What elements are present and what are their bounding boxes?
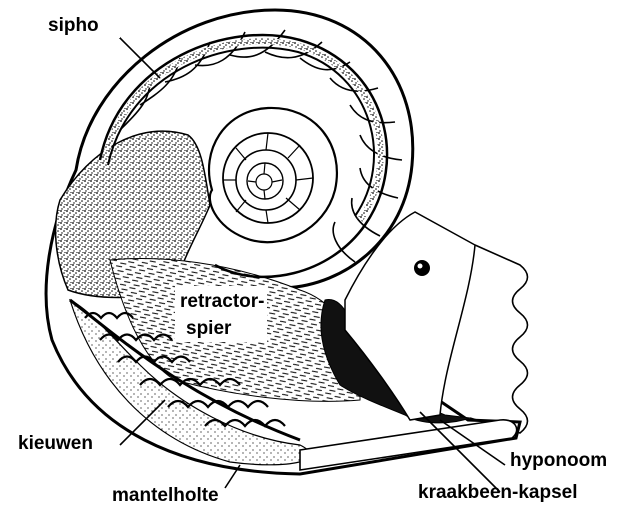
tentacles <box>470 245 528 433</box>
label-retractor-line1: retractor- <box>180 291 264 312</box>
label-retractor-line2: spier <box>186 318 232 339</box>
label-sipho: sipho <box>48 15 99 36</box>
label-kraakbeen-kapsel: kraakbeen-kapsel <box>418 482 578 503</box>
label-kieuwen: kieuwen <box>18 433 93 454</box>
label-mantelholte: mantelholte <box>112 485 219 506</box>
label-hyponoom: hyponoom <box>510 450 607 471</box>
eye <box>414 260 430 276</box>
